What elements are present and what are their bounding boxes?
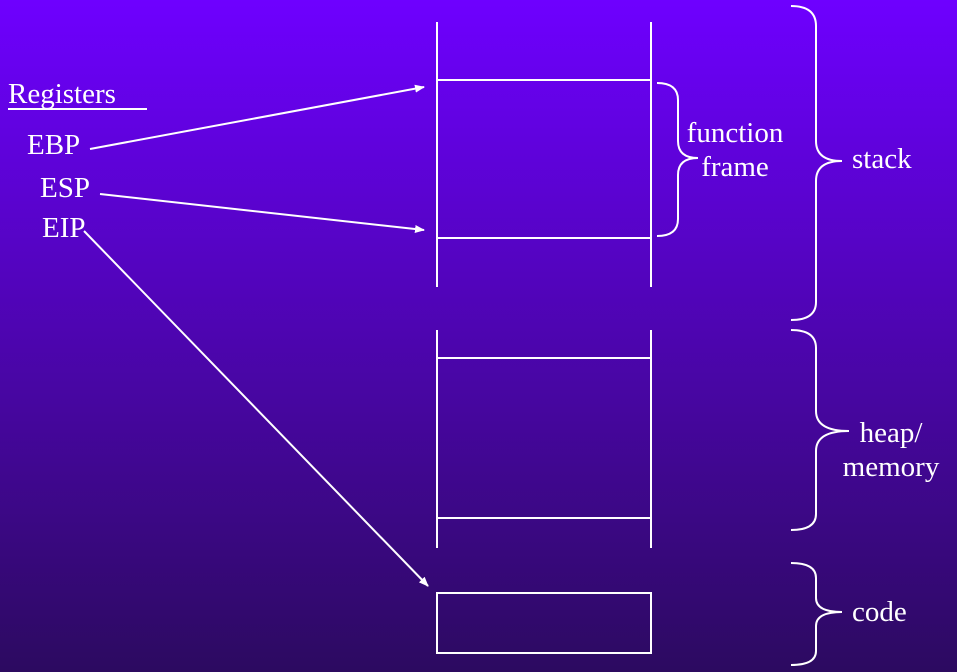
function-frame-label: function frame [680,116,790,184]
heap-label-line1: heap/ [859,417,923,449]
stack-label: stack [852,143,912,175]
code-brace [790,562,843,666]
register-ebp-label: EBP [27,129,81,161]
registers-heading: Registers [8,78,116,110]
stack-brace [790,5,843,321]
register-esp-label: ESP [40,172,90,204]
function-frame-line1: function [686,117,784,149]
esp-pointer-arrow [99,193,425,233]
heap-brace [790,329,850,531]
function-frame-brace [656,82,699,237]
heap-label-line2: memory [842,451,940,484]
function-frame-line2: frame [701,151,769,184]
code-box [436,592,652,654]
heap-memory-label: heap/ memory [826,416,956,484]
register-eip-label: EIP [42,212,86,244]
ebp-pointer-arrow [89,84,425,150]
eip-pointer-arrow [83,230,429,587]
code-label: code [852,596,907,628]
